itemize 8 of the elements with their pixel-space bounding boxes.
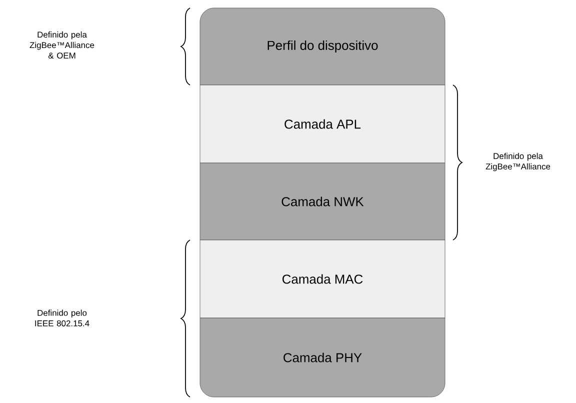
bracket-label: Definido pela ZigBee™Alliance & OEM: [30, 31, 94, 59]
layer-box: Camada PHY: [200, 318, 446, 398]
layer-box: Camada MAC: [200, 240, 446, 318]
bracket-label: Definido pelo IEEE 802.15.4: [35, 310, 90, 326]
layer-box: Perfil do dispositivo: [200, 8, 446, 86]
layer-box: Camada APL: [200, 84, 446, 164]
bracket-label: Definido pela ZigBee™Alliance: [486, 152, 550, 172]
layer-box: Camada NWK: [200, 162, 446, 240]
